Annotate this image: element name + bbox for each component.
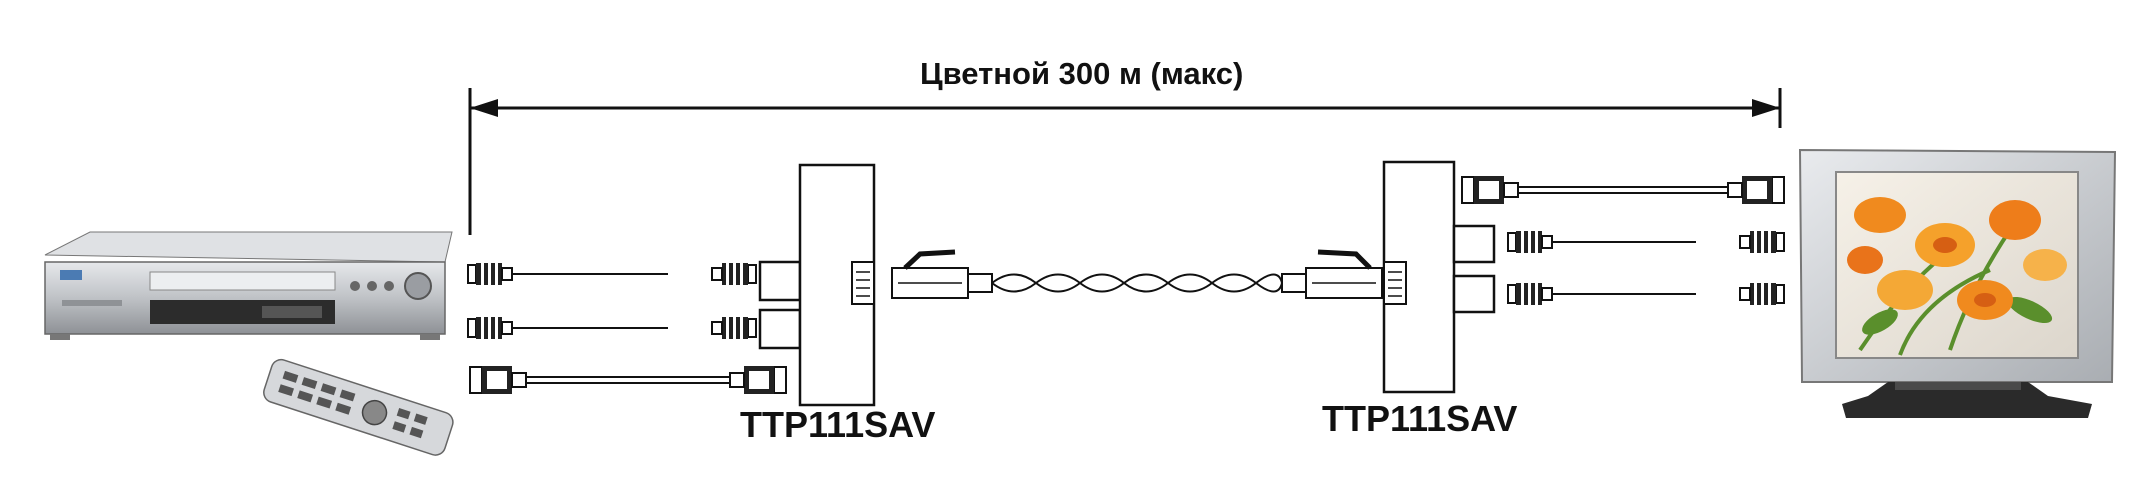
distance-dimension: [468, 88, 1782, 235]
receiver-model-label: TTP111SAV: [1322, 398, 1518, 439]
remote-control-icon: [263, 358, 454, 456]
transmitter-model-label: TTP111SAV: [740, 404, 936, 445]
right-rca-cable-2: [1507, 282, 1785, 306]
left-rca-cable-2: [467, 316, 757, 340]
distance-label: Цветной 300 м (макс): [920, 56, 1244, 91]
tv-monitor-icon: [1798, 148, 2117, 418]
twisted-pair-cable: [991, 273, 1283, 293]
rj45-plug-left: [891, 249, 993, 299]
left-svideo-cable: [469, 365, 787, 395]
flower-image: [1847, 197, 2067, 356]
right-rca-cable-1: [1507, 230, 1785, 254]
right-svideo-cable: [1461, 175, 1785, 205]
rj45-plug-right: [1281, 249, 1383, 299]
transmitter-box: [758, 163, 876, 407]
dvd-player-icon: [44, 231, 453, 340]
receiver-box: [1382, 160, 1496, 394]
left-rca-cable-1: [467, 262, 757, 286]
